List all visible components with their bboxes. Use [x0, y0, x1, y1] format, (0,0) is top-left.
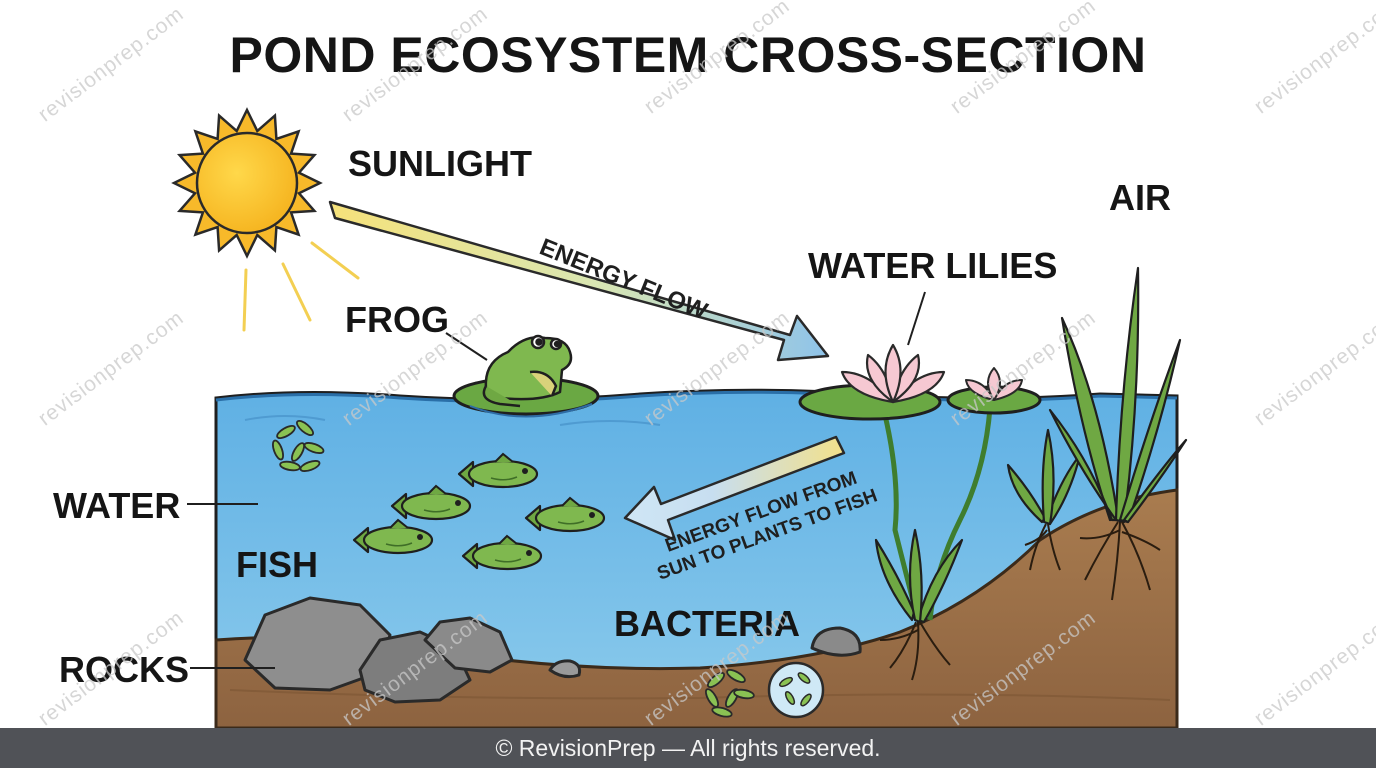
- bacteria-label: BACTERIA: [614, 603, 800, 644]
- frog-label: FROG: [345, 299, 449, 340]
- tall-reeds: [1048, 266, 1188, 524]
- shore-plant-roots: [1024, 523, 1061, 571]
- rocks-label: ROCKS: [59, 649, 190, 690]
- water-ripple: [244, 415, 326, 421]
- fish: [461, 534, 543, 571]
- bacteria-cluster: [272, 419, 325, 472]
- submerged-plant: [874, 528, 964, 624]
- fish-label: FISH: [236, 544, 319, 585]
- fish: [524, 496, 606, 533]
- reed-roots: [1079, 521, 1161, 601]
- copyright-footer: © RevisionPrep — All rights reserved.: [0, 728, 1376, 768]
- fish: [352, 518, 434, 555]
- fish: [390, 484, 472, 521]
- sun: [171, 107, 323, 259]
- bacteria-cluster: [705, 669, 755, 718]
- page-title: POND ECOSYSTEM CROSS-SECTION: [229, 27, 1147, 83]
- air-label: AIR: [1109, 177, 1171, 218]
- fish: [457, 452, 539, 489]
- soil-layer-line: [229, 689, 1171, 701]
- fish-school: [352, 452, 606, 571]
- rock: [423, 616, 514, 674]
- energy-flow-to-fish-arrow: [623, 435, 846, 542]
- rock: [548, 659, 582, 679]
- water-label: WATER: [53, 485, 181, 526]
- rock: [810, 626, 862, 657]
- rock: [243, 596, 392, 692]
- sun-beams: [242, 241, 360, 332]
- lily-flower-small: [965, 367, 1023, 401]
- lily-flower: [840, 343, 946, 404]
- plant-roots: [879, 621, 951, 681]
- bacteria-magnified: [767, 661, 825, 719]
- sun-disc: [195, 131, 299, 235]
- water-ripple: [559, 420, 661, 426]
- water-lilies-pointer: [907, 291, 926, 346]
- shore-plant-small: [1006, 428, 1082, 526]
- energy-flow-arrow: [328, 200, 830, 362]
- frog: [482, 334, 573, 408]
- frog-pointer: [445, 332, 488, 361]
- rocks-group: [243, 596, 862, 704]
- water-lilies-label: WATER LILIES: [808, 245, 1058, 286]
- sunlight-label: SUNLIGHT: [348, 143, 532, 184]
